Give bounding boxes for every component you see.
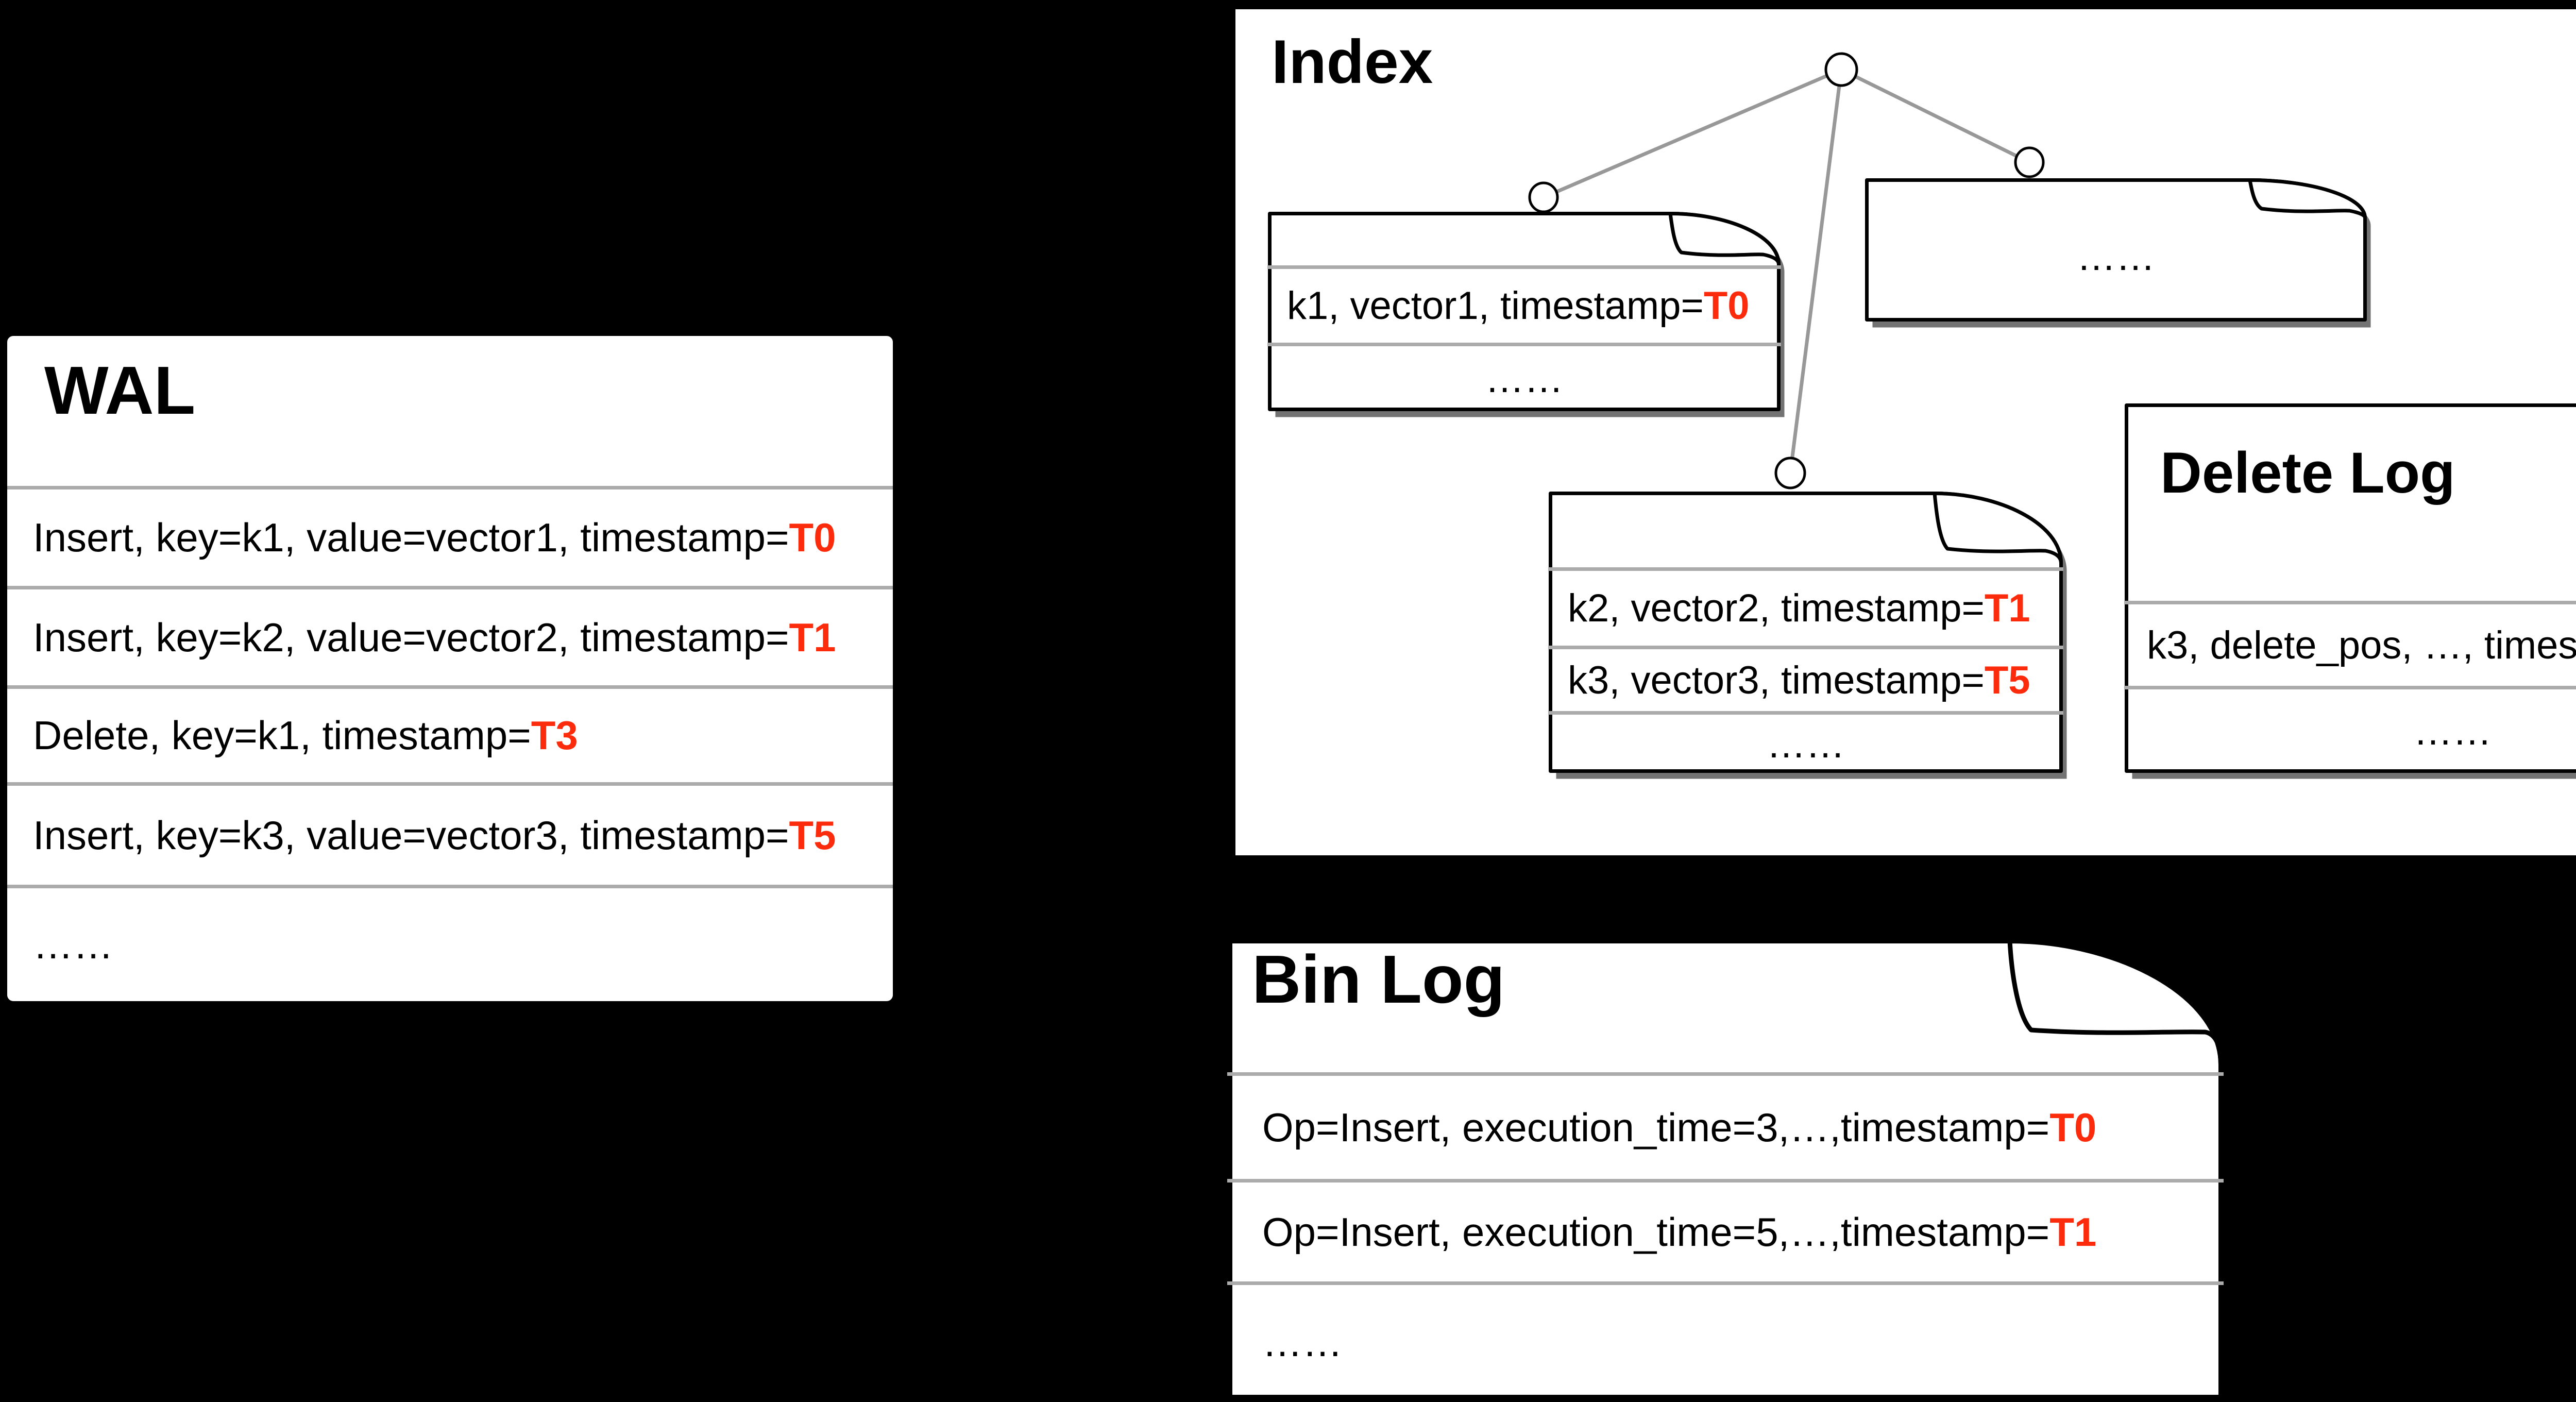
segment-row-ellipsis: …… [1548, 711, 2063, 773]
wal-row-text: …… [33, 922, 113, 967]
delete-log-box: Delete Log k3, delete_pos, …, timestamp=… [2124, 403, 2576, 779]
wal-row-ellipsis: …… [7, 885, 893, 1001]
segment-file-other: …… [1865, 178, 2371, 328]
segment-row-k1: k1, vector1, timestamp=T0 [1267, 265, 1781, 343]
timestamp-highlight: T3 [531, 713, 578, 758]
bin-log-row-text: …… [1262, 1320, 1343, 1365]
tree-edge-left [1543, 67, 1842, 199]
delete-log-row-text: …… [2413, 710, 2492, 753]
wal-box: WAL Insert, key=k1, value=vector1, times… [5, 334, 895, 1003]
tree-edge-middle [1788, 69, 1843, 474]
segment-row-text: …… [1485, 357, 1564, 401]
delete-log-row-ellipsis: …… [2124, 686, 2576, 773]
bin-log-row-ellipsis: …… [1227, 1281, 2224, 1400]
bin-log-row-1: Op=Insert, execution_time=3,…,timestamp=… [1227, 1072, 2224, 1179]
wal-row-text: Insert, key=k2, value=vector2, timestamp… [33, 614, 789, 660]
tree-node-middle [1774, 457, 1806, 489]
segment-row-text: k1, vector1, timestamp= [1287, 284, 1704, 328]
wal-row-text: Insert, key=k3, value=vector3, timestamp… [33, 812, 789, 858]
wal-row-insert-k3: Insert, key=k3, value=vector3, timestamp… [7, 782, 893, 885]
tree-edge-right [1840, 67, 2030, 164]
index-tree-nodes [1528, 52, 2045, 489]
segment-row-text: k2, vector2, timestamp= [1568, 586, 1985, 630]
bin-log-box: Bin Log Op=Insert, execution_time=3,…,ti… [1227, 938, 2224, 1400]
segment-row-text: k3, vector3, timestamp= [1568, 658, 1985, 702]
page-shape [2007, 939, 2223, 1067]
timestamp-highlight: T1 [2049, 1209, 2097, 1255]
timestamp-highlight: T1 [789, 614, 836, 660]
segment-file-k1: k1, vector1, timestamp=T0 …… [1267, 211, 1785, 417]
index-panel: Index k1, vector1, timestamp=T0 …… …… [1233, 7, 2576, 858]
tree-node-left [1528, 181, 1559, 213]
page-shape [2125, 403, 2576, 773]
segment-file-k1-content: k1, vector1, timestamp=T0 …… [1267, 211, 1781, 412]
segment-file-k2k3-content: k2, vector2, timestamp=T1 k3, vector3, t… [1548, 491, 2063, 773]
bin-log-content: Bin Log Op=Insert, execution_time=3,…,ti… [1227, 938, 2224, 1400]
timestamp-highlight: T0 [789, 515, 836, 560]
timestamp-highlight: T0 [1703, 284, 1750, 328]
segment-row-ellipsis: …… [1267, 343, 1781, 412]
document-page-icon [1268, 212, 1785, 417]
timestamp-highlight: T1 [1984, 586, 2030, 630]
tree-node-root [1824, 52, 1858, 87]
segment-file-other-content: …… [1865, 178, 2367, 322]
page-shape [2248, 178, 2367, 220]
delete-log-row-k3: k3, delete_pos, …, timestamp=T3 [2124, 601, 2576, 686]
delete-log-title: Delete Log [2160, 441, 2455, 505]
timestamp-highlight: T0 [2049, 1104, 2097, 1150]
index-title: Index [1272, 27, 1433, 96]
segment-row-text: …… [2077, 234, 2155, 279]
page-shape [1933, 492, 2063, 565]
page-shape [1668, 212, 1781, 266]
segment-row-text: …… [1767, 722, 1845, 766]
bin-log-title: Bin Log [1252, 941, 1505, 1017]
wal-row-text: Delete, key=k1, timestamp= [33, 713, 531, 758]
bin-log-row-2: Op=Insert, execution_time=5,…,timestamp=… [1227, 1179, 2224, 1281]
bin-log-row-text: Op=Insert, execution_time=5,…,timestamp= [1262, 1209, 2050, 1255]
timestamp-highlight: T5 [789, 812, 836, 858]
wal-title: WAL [44, 352, 196, 428]
delete-log-content: Delete Log k3, delete_pos, …, timestamp=… [2124, 403, 2576, 773]
wal-row-insert-k1: Insert, key=k1, value=vector1, timestamp… [7, 486, 893, 586]
segment-row-ellipsis: …… [1865, 178, 2367, 322]
segment-file-k2k3: k2, vector2, timestamp=T1 k3, vector3, t… [1548, 491, 2067, 779]
delete-log-row-text: k3, delete_pos, …, timestamp= [2147, 623, 2576, 667]
timestamp-highlight: T5 [1984, 658, 2030, 702]
segment-row-k3: k3, vector3, timestamp=T5 [1548, 646, 2063, 711]
wal-row-delete-k1: Delete, key=k1, timestamp=T3 [7, 685, 893, 782]
tree-node-right [2014, 146, 2045, 178]
wal-row-text: Insert, key=k1, value=vector1, timestamp… [33, 515, 789, 560]
segment-row-k2: k2, vector2, timestamp=T1 [1548, 567, 2063, 646]
bin-log-row-text: Op=Insert, execution_time=3,…,timestamp= [1262, 1104, 2050, 1150]
document-page-icon [1865, 178, 2371, 328]
index-tree-edges [1543, 67, 2030, 474]
wal-row-insert-k2: Insert, key=k2, value=vector2, timestamp… [7, 586, 893, 685]
